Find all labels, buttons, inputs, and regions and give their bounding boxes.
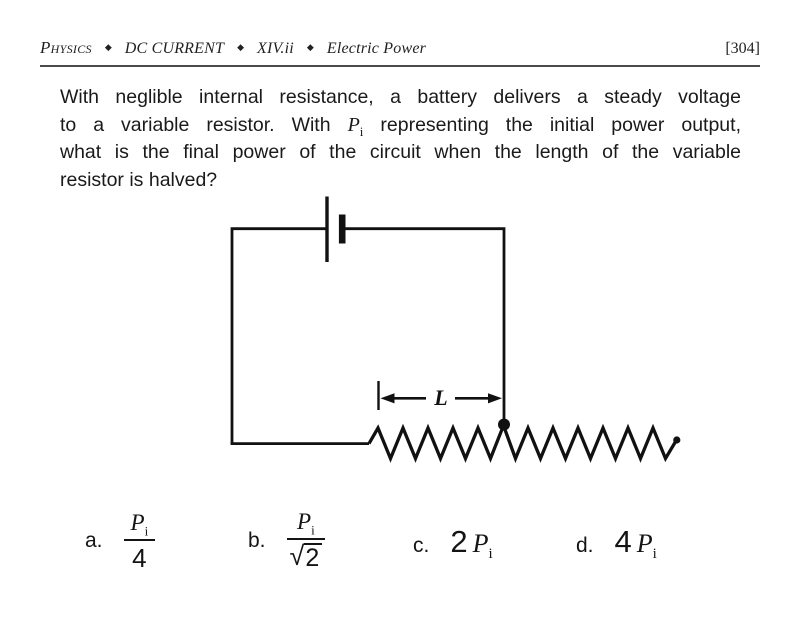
symbol-P: P: [472, 529, 489, 558]
symbol-P: P: [130, 510, 145, 535]
answer-option-a: a. Pi 4: [85, 511, 156, 571]
answer-option-d: d. 4 Pi: [576, 524, 657, 562]
coefficient: 4: [614, 524, 632, 559]
subscript-i: i: [144, 523, 149, 539]
answer-option-c: c. 2 Pi: [413, 524, 493, 562]
symbol-P: P: [297, 509, 312, 534]
radical-sign: √: [289, 541, 305, 571]
symbol-P: P: [347, 113, 360, 136]
question-line-4: resistor is halved?: [60, 168, 218, 191]
diamond-separator-icon: ◆: [104, 42, 112, 52]
header-subject: Physics: [40, 38, 92, 57]
answer-option-b: b. Pi √2: [248, 510, 326, 571]
resistor-zigzag: [367, 420, 678, 464]
wire-right: [344, 227, 506, 424]
question-line-2: to a variable resistor. With Pi represen…: [60, 112, 741, 140]
question-line-3: what is the final power of the circuit w…: [60, 141, 741, 164]
power-initial-symbol: Pi: [472, 529, 493, 562]
wire-left: [230, 227, 326, 445]
answer-label: c.: [413, 534, 430, 557]
question-text: With neglible internal resistance, a bat…: [60, 84, 741, 194]
subscript-i: i: [311, 522, 315, 538]
header-topic: Electric Power: [326, 40, 427, 57]
expression: 4 Pi: [614, 524, 657, 562]
fraction: Pi √2: [286, 510, 326, 571]
length-arrow-right-head: [488, 393, 502, 404]
coefficient: 2: [450, 524, 468, 559]
subscript-i: i: [652, 546, 657, 563]
power-initial-symbol: Pi: [347, 113, 364, 139]
fraction-numerator: Pi: [124, 511, 156, 539]
radicand: 2: [304, 543, 323, 571]
fraction-denominator: √2: [286, 538, 326, 571]
page-header: Physics ◆ DC CURRENT ◆ XIV.ii ◆ Electric…: [40, 38, 760, 67]
symbol-P: P: [636, 529, 653, 558]
length-arrow-left-head: [380, 393, 395, 404]
subscript-i: i: [359, 123, 364, 139]
expression: 2 Pi: [450, 524, 493, 562]
answer-label: b.: [248, 528, 266, 552]
power-initial-symbol: Pi: [636, 529, 657, 562]
length-label: L: [433, 385, 447, 410]
fraction-denominator: 4: [123, 539, 156, 571]
question-line-segment: representing the initial power output,: [380, 113, 741, 136]
page-number: [304]: [725, 40, 760, 57]
header-section: XIV.ii: [257, 40, 294, 57]
fraction: Pi 4: [123, 511, 156, 571]
header-chapter: DC CURRENT: [124, 40, 225, 57]
diamond-separator-icon: ◆: [306, 42, 314, 52]
fraction-numerator: Pi: [290, 510, 322, 538]
answer-label: d.: [576, 534, 594, 557]
answer-label: a.: [85, 529, 103, 552]
diamond-separator-icon: ◆: [237, 42, 245, 52]
resistor-end-dot: [673, 436, 681, 444]
tap-junction-dot: [498, 418, 510, 431]
subscript-i: i: [488, 546, 493, 563]
question-line-segment: to a variable resistor. With: [60, 113, 331, 136]
question-line-1: With neglible internal resistance, a bat…: [60, 86, 741, 108]
